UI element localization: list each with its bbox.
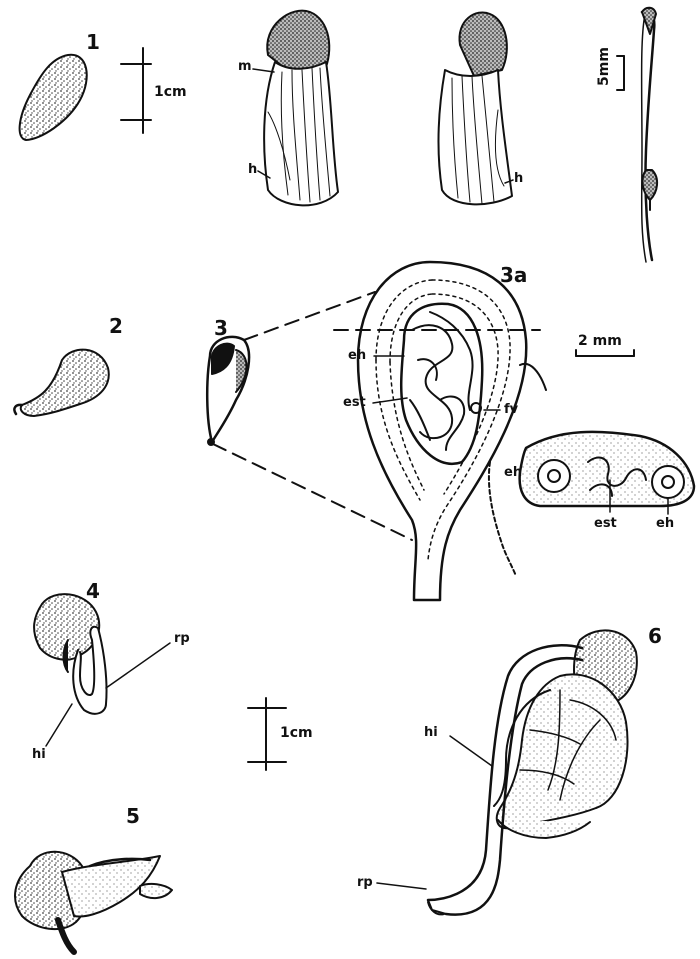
fig3a-longitudinal-section <box>334 262 546 600</box>
label-hi-fig6: hi <box>424 726 438 739</box>
label-rp-fig6: rp <box>357 876 373 889</box>
label-hi-fig4: hi <box>32 748 46 761</box>
label-eh-cross-right: eh <box>656 517 674 530</box>
scale-label-5mm: 5mm <box>597 47 611 86</box>
label-h-left: h <box>248 163 257 176</box>
label-eh-3a: eh <box>348 349 366 362</box>
fig6-seedling <box>377 630 637 914</box>
scale-bar-top <box>121 48 151 133</box>
scale-label-top: 1cm <box>154 85 187 99</box>
label-est-3a: est <box>343 396 366 409</box>
figure-label-4: 4 <box>86 581 100 601</box>
figure-label-3a: 3a <box>500 265 527 285</box>
label-rp-fig4: rp <box>174 632 190 645</box>
fig5-germinating-seed <box>15 852 172 952</box>
scale-bar-5mm <box>617 56 624 90</box>
figure-label-3: 3 <box>214 318 228 338</box>
elongated-seedling <box>642 8 657 262</box>
fig2-seed-drawing <box>14 350 108 416</box>
figure-label-6: 6 <box>648 626 662 646</box>
scale-bar-2mm <box>576 350 634 356</box>
fig1-seed-drawing <box>20 55 87 140</box>
fig3a-cross-section <box>520 432 694 514</box>
label-eh-cross-left: eh <box>504 466 522 479</box>
figure-label-2: 2 <box>109 316 123 336</box>
winged-seed-front <box>253 11 338 206</box>
figure-label-1: 1 <box>86 32 100 52</box>
fig4-germinating-seed <box>34 594 170 746</box>
scale-label-middle: 1cm <box>280 726 313 740</box>
label-m: m <box>238 60 252 73</box>
fig3-seed-drawing <box>207 337 249 445</box>
label-h-right: h <box>514 172 523 185</box>
label-est-cross: est <box>594 517 617 530</box>
scale-label-2mm: 2 mm <box>578 334 622 348</box>
label-fv: fv <box>504 403 518 416</box>
winged-seed-back <box>438 12 513 204</box>
figure-label-5: 5 <box>126 806 140 826</box>
